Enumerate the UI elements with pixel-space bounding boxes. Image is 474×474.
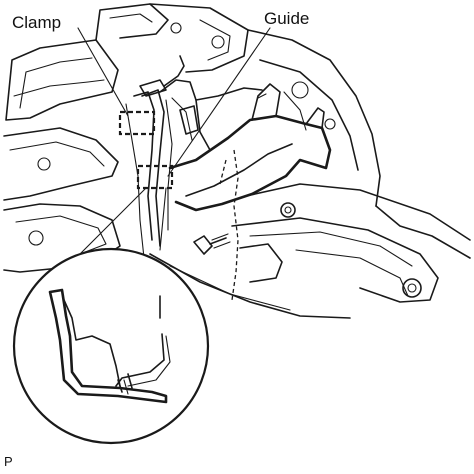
clamp-leader-line (77, 27, 129, 117)
guide-label: Guide (264, 9, 309, 28)
detail-connector-right (159, 187, 167, 251)
guide-callout-box (136, 164, 174, 190)
guide-leader-line (167, 27, 271, 177)
clamp-callout-box (118, 110, 156, 136)
illustration-code: P (4, 454, 13, 469)
clamp-label: Clamp (12, 13, 61, 32)
detail-inset (12, 247, 210, 445)
wire-harness (125, 55, 263, 259)
guide-bracket (168, 83, 332, 212)
background-assembly (3, 3, 471, 319)
dashed-routing (219, 149, 239, 301)
